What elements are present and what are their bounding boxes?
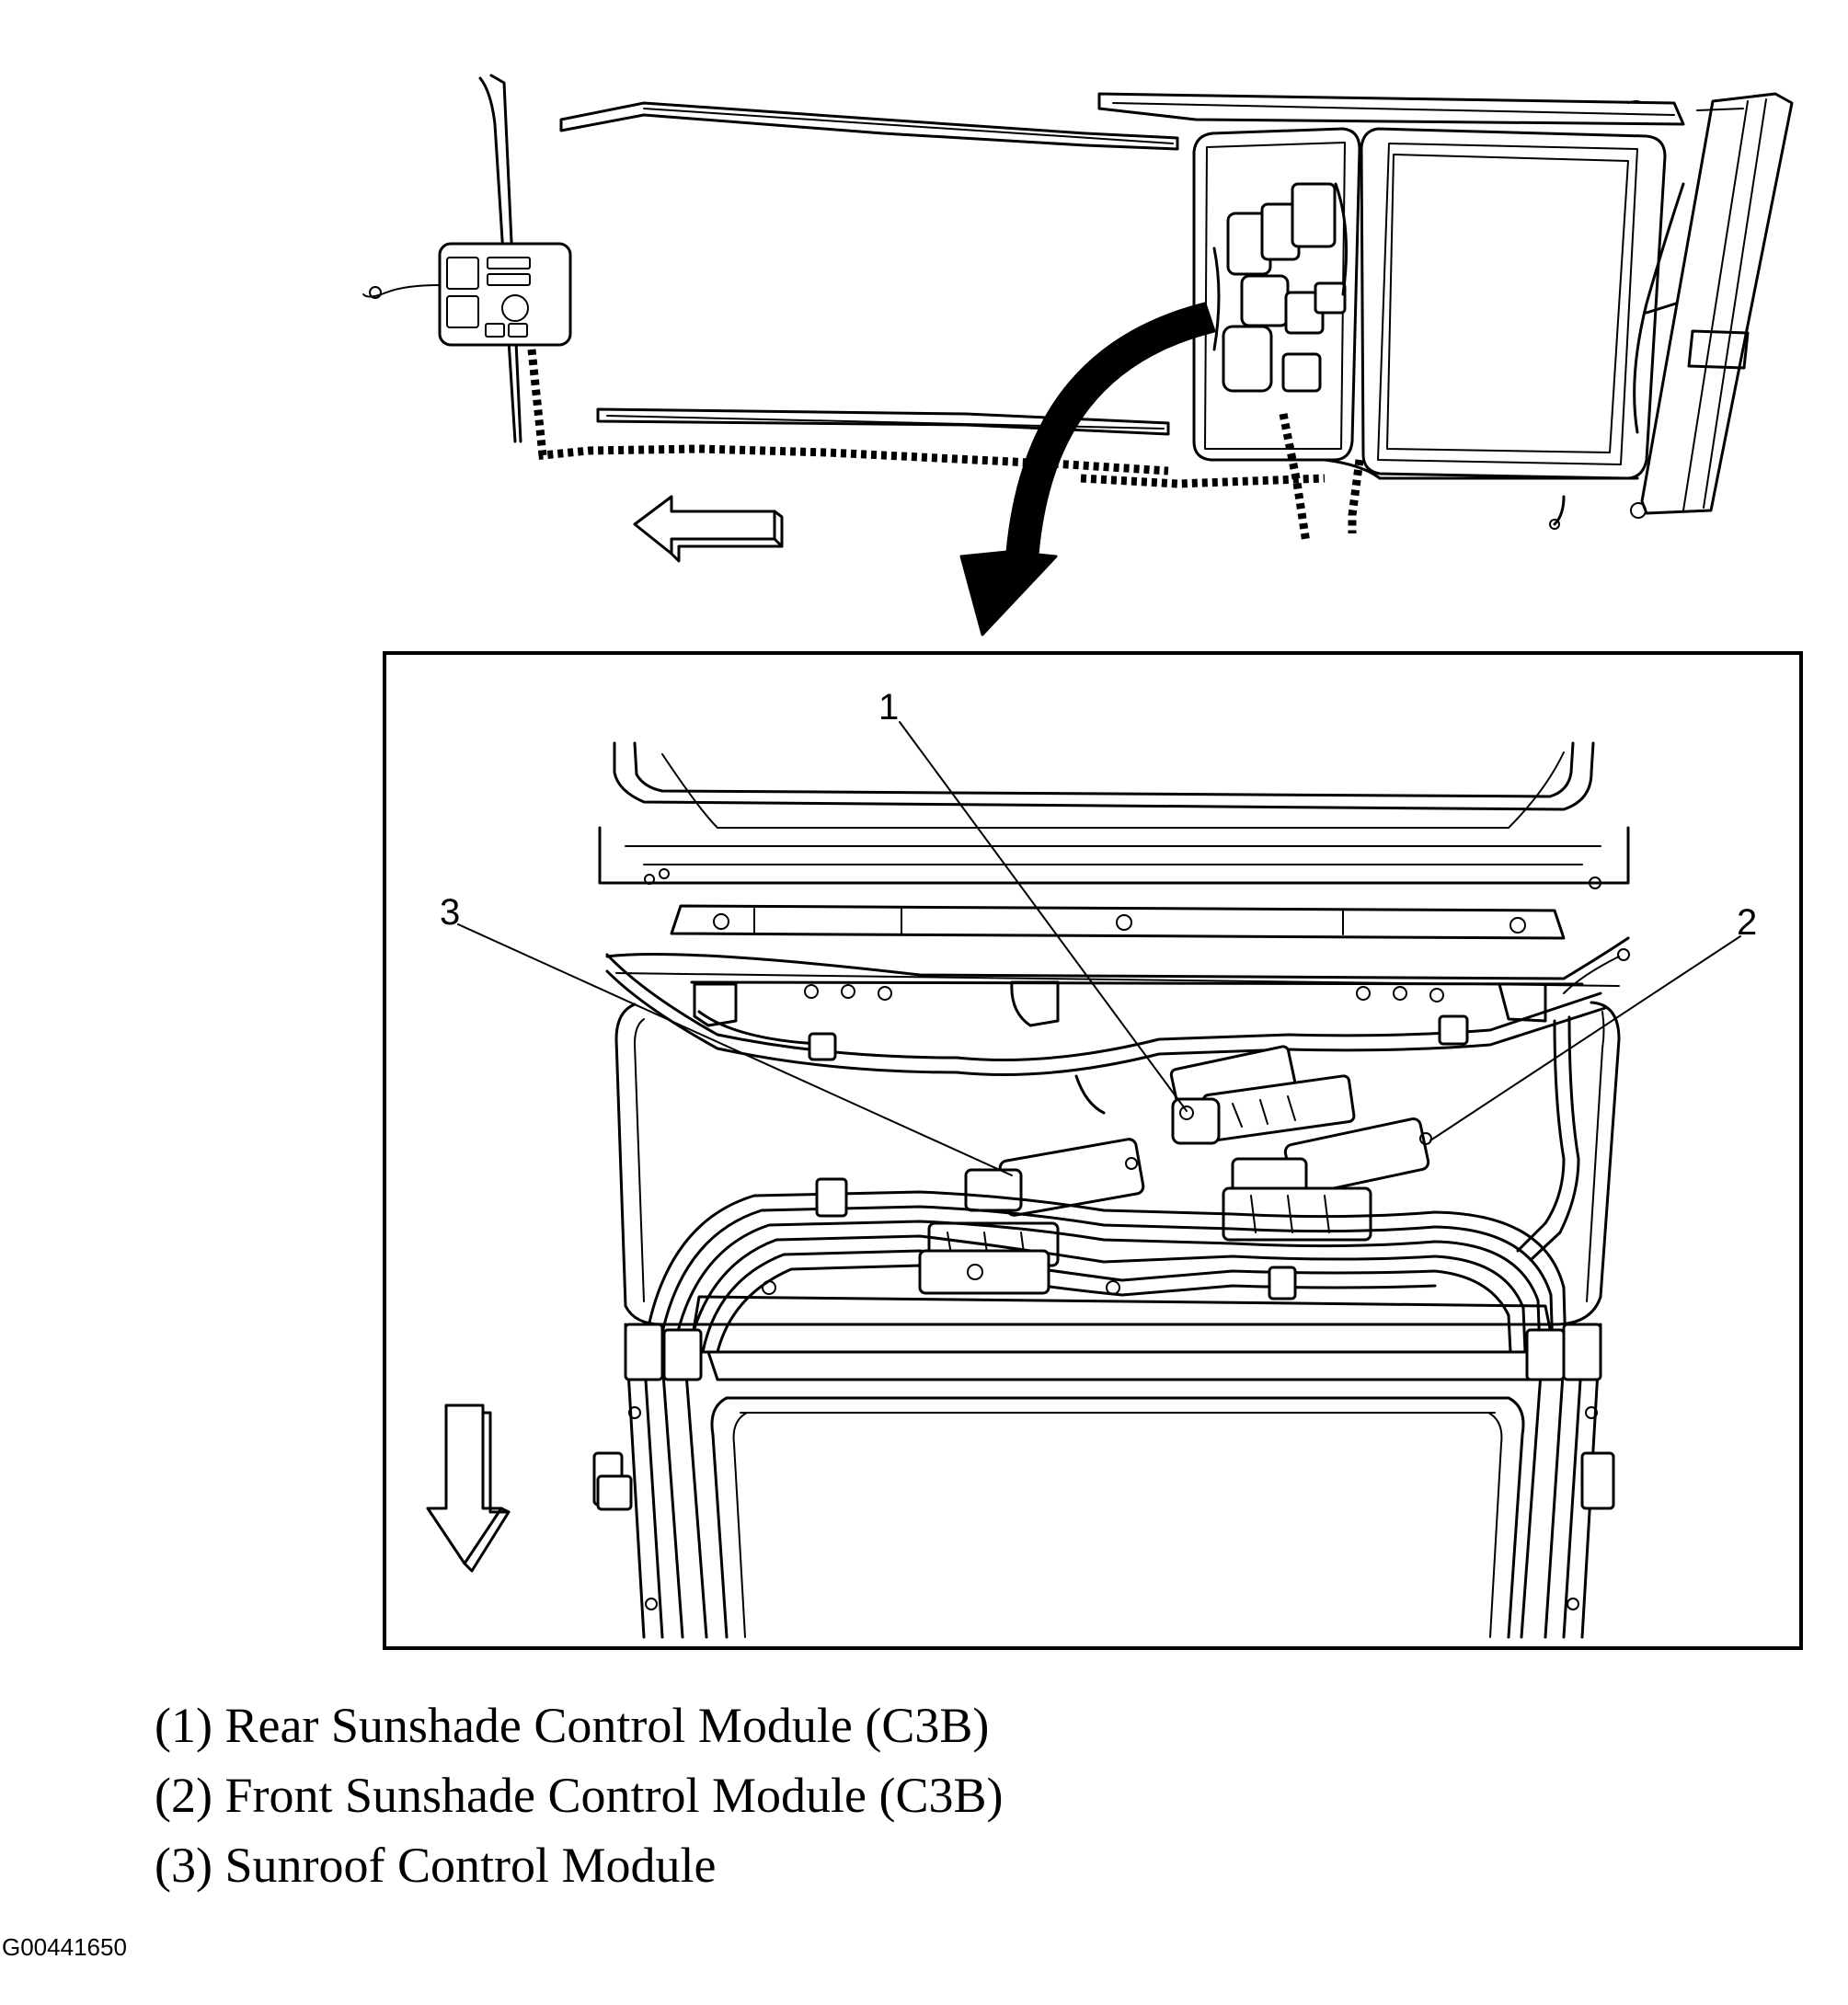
callout-3: 3 [440,892,460,933]
overview-module-cluster [1212,182,1349,393]
legend-item-front-sunshade-module: (2) Front Sunshade Control Module (C3B) [155,1768,1004,1823]
callout-1: 1 [878,687,899,728]
rear-sunshade-control-module [1169,1045,1356,1145]
figure-id: G00441650 [2,1933,127,1961]
callout-2: 2 [1737,902,1757,943]
component-legend: (1) Rear Sunshade Control Module (C3B) (… [155,1690,1003,1900]
zoom-indicator-arrow-icon [959,302,1216,636]
front-direction-arrow-icon [633,495,784,563]
detail-view: 1 2 3 [383,651,1803,1650]
callout-leader-2 [1429,935,1741,1141]
callout-leader-1 [899,721,1188,1112]
legend-item-sunroof-module: (3) Sunroof Control Module [155,1838,717,1893]
callout-leader-3 [457,923,1013,1176]
roof-overview-illustration [362,74,1794,563]
front-direction-down-arrow-icon [426,1404,511,1573]
legend-item-rear-sunshade-module: (1) Rear Sunshade Control Module (C3B) [155,1698,990,1753]
overhead-console [362,242,572,347]
